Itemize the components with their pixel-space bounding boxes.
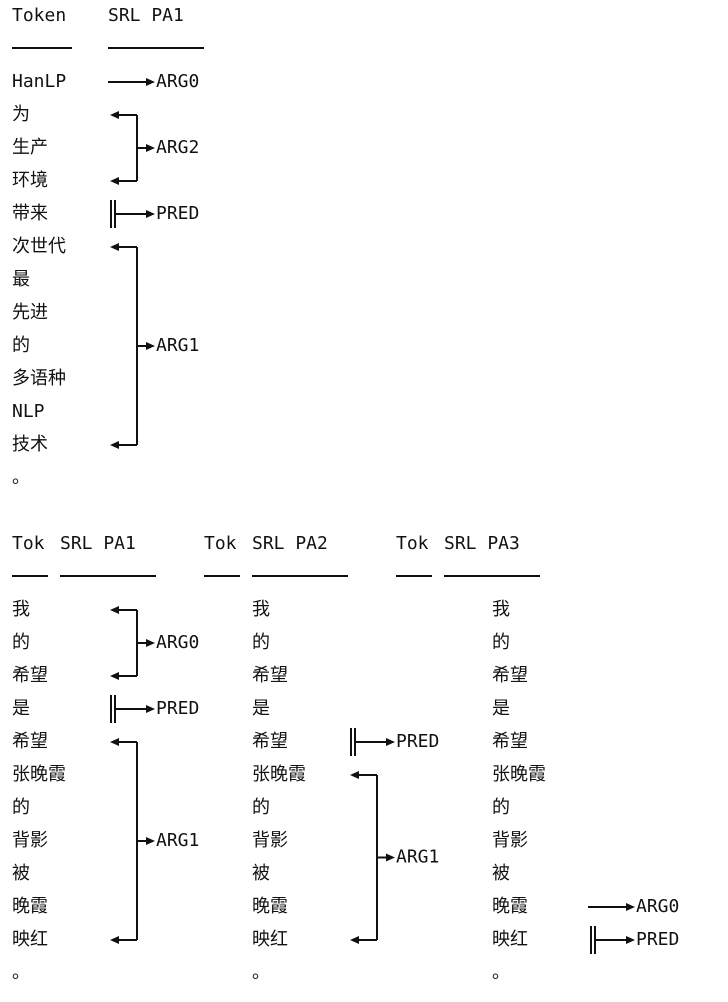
token-cell: 先进 — [12, 302, 48, 323]
token-cell: 映红 — [252, 929, 288, 950]
span-arrowhead — [146, 210, 155, 218]
token-header: Tok — [204, 533, 237, 554]
role-label: ARG2 — [156, 137, 199, 158]
span-arrowhead — [146, 78, 155, 86]
token-cell: 技术 — [12, 434, 48, 455]
span-end-arrowhead — [110, 441, 119, 449]
token-cell: 环境 — [12, 170, 48, 191]
token-cell: 。 — [252, 962, 270, 983]
token-cell: 晚霞 — [12, 896, 48, 917]
token-cell: 的 — [12, 632, 30, 653]
role-label: ARG0 — [156, 71, 199, 92]
token-cell: 希望 — [492, 665, 528, 686]
role-label: PRED — [636, 929, 679, 950]
role-label: PRED — [156, 698, 199, 719]
token-cell: 。 — [492, 962, 510, 983]
span-arrowhead — [146, 705, 155, 713]
token-cell: 的 — [12, 335, 30, 356]
role-label: ARG0 — [636, 896, 679, 917]
token-cell: NLP — [12, 401, 45, 422]
span-arrowhead — [146, 837, 155, 845]
span-start-arrowhead — [110, 243, 119, 251]
token-cell: HanLP — [12, 71, 66, 92]
span-start-arrowhead — [110, 606, 119, 614]
token-cell: 映红 — [492, 929, 528, 950]
role-label: PRED — [156, 203, 199, 224]
token-cell: 的 — [252, 797, 270, 818]
role-label: ARG1 — [156, 335, 199, 356]
token-header: Tok — [12, 533, 45, 554]
token-header: Token — [12, 5, 66, 26]
token-cell: 希望 — [12, 665, 48, 686]
role-header: SRL PA3 — [444, 533, 520, 554]
token-cell: 背影 — [252, 830, 288, 851]
span-arrowhead — [626, 903, 635, 911]
token-cell: 的 — [492, 632, 510, 653]
token-cell: 次世代 — [12, 236, 66, 257]
span-arrowhead — [146, 144, 155, 152]
role-header: SRL PA1 — [60, 533, 136, 554]
role-label: ARG1 — [156, 830, 199, 851]
role-header: SRL PA1 — [108, 5, 184, 26]
token-cell: 晚霞 — [492, 896, 528, 917]
token-cell: 带来 — [12, 203, 48, 224]
span-arrowhead — [386, 853, 395, 862]
span-arrowhead — [386, 738, 395, 746]
token-cell: 映红 — [12, 929, 48, 950]
token-cell: 是 — [12, 698, 30, 719]
token-cell: 。 — [12, 467, 30, 488]
span-end-arrowhead — [350, 936, 359, 944]
token-cell: 的 — [12, 797, 30, 818]
span-end-arrowhead — [110, 936, 119, 944]
span-start-arrowhead — [110, 738, 119, 746]
span-end-arrowhead — [110, 177, 119, 185]
role-label: ARG0 — [156, 632, 199, 653]
span-arrowhead — [626, 936, 635, 944]
token-cell: 最 — [12, 269, 30, 290]
token-cell: 希望 — [252, 731, 288, 752]
token-cell: 是 — [492, 698, 510, 719]
role-header: SRL PA2 — [252, 533, 328, 554]
span-arrowhead — [146, 639, 155, 647]
token-cell: 被 — [12, 863, 30, 884]
token-cell: 背影 — [12, 830, 48, 851]
token-cell: 。 — [12, 962, 30, 983]
token-cell: 的 — [252, 632, 270, 653]
token-cell: 张晚霞 — [492, 764, 546, 785]
span-start-arrowhead — [350, 771, 359, 779]
token-cell: 为 — [12, 104, 30, 125]
token-cell: 我 — [12, 599, 30, 620]
token-cell: 晚霞 — [252, 896, 288, 917]
token-cell: 多语种 — [12, 368, 66, 389]
token-cell: 背影 — [492, 830, 528, 851]
span-end-arrowhead — [110, 672, 119, 680]
span-arrowhead — [146, 342, 155, 350]
token-cell: 被 — [492, 863, 510, 884]
token-cell: 我 — [492, 599, 510, 620]
role-label: ARG1 — [396, 847, 439, 868]
token-cell: 张晚霞 — [12, 764, 66, 785]
token-cell: 希望 — [252, 665, 288, 686]
token-cell: 希望 — [12, 731, 48, 752]
span-start-arrowhead — [110, 111, 119, 119]
role-label: PRED — [396, 731, 439, 752]
token-cell: 被 — [252, 863, 270, 884]
token-cell: 是 — [252, 698, 270, 719]
token-cell: 张晚霞 — [252, 764, 306, 785]
token-cell: 的 — [492, 797, 510, 818]
token-cell: 生产 — [12, 137, 48, 158]
token-cell: 希望 — [492, 731, 528, 752]
token-cell: 我 — [252, 599, 270, 620]
token-header: Tok — [396, 533, 429, 554]
